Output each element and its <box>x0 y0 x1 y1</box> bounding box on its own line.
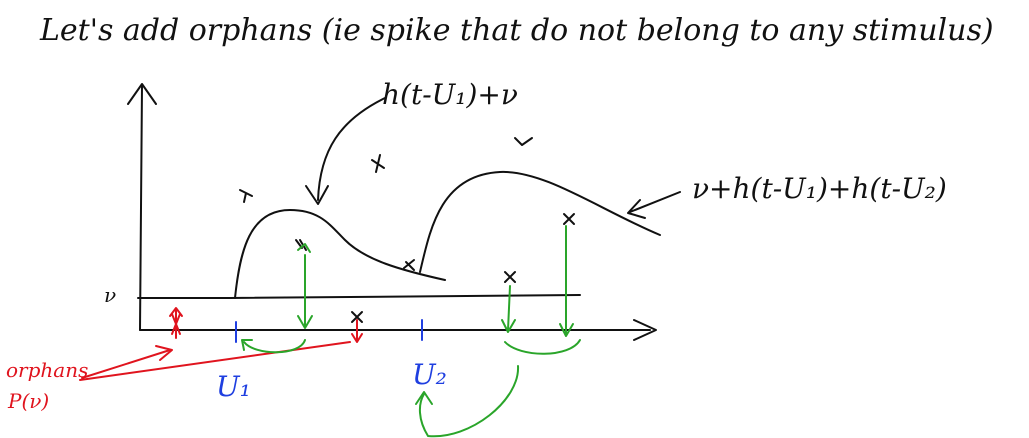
assignment-down-arrow <box>507 285 511 331</box>
spike-mark <box>371 154 385 173</box>
orphan-spike-arrowhead <box>169 307 183 317</box>
assignment-up-arrowhead <box>297 243 311 253</box>
curve-label-1-arrowhead <box>305 185 329 205</box>
spike-mark <box>504 271 516 283</box>
spike-mark <box>239 189 253 203</box>
spike-mark <box>351 311 363 323</box>
curve-label-2: ν+h(t-U₁)+h(t-U₂) <box>692 172 947 205</box>
assignment-down-arrowhead <box>297 315 313 329</box>
orphans-pointer-line <box>79 341 351 381</box>
stimulus-2-label: U₂ <box>412 358 447 391</box>
curve-label-2-arrow <box>629 191 681 213</box>
spike-assignment-arrows <box>241 225 581 438</box>
spike-mark <box>514 137 533 146</box>
curve-label-1-arrow <box>317 97 386 201</box>
orphans-distribution-label: P(ν) <box>7 389 49 413</box>
spike-mark <box>563 213 575 225</box>
baseline-rate-line <box>137 294 581 299</box>
assignment-curve-to-u1-arrowhead <box>241 339 253 351</box>
curve-label-1: h(t-U₁)+ν <box>382 78 518 111</box>
sketch-title: Let's add orphans (ie spike that do not … <box>39 13 994 48</box>
orphans-label: orphans <box>6 358 88 382</box>
baseline-label: ν <box>104 283 116 307</box>
curve-label-2-arrowhead <box>627 199 646 219</box>
spike-mark <box>403 259 415 271</box>
axes <box>127 83 657 341</box>
stimulus-1-label: U₁ <box>216 370 251 403</box>
intensity-curve-2 <box>419 170 661 273</box>
intensity-curve-1 <box>234 209 446 299</box>
y-axis <box>139 85 143 331</box>
assignment-curve-to-u2 <box>418 365 520 438</box>
assignment-down-arrowhead <box>501 319 516 333</box>
assignment-curve-to-u2-arrowhead <box>415 391 433 405</box>
orphan-spikes <box>169 307 363 343</box>
y-axis-arrowhead <box>127 83 157 105</box>
assignment-bracket <box>504 339 581 355</box>
spike-marks <box>239 137 575 323</box>
assignment-down-arrowhead <box>559 323 574 337</box>
orphans-pointer-arrowhead <box>155 345 173 361</box>
x-axis-arrowhead <box>633 319 657 341</box>
orphan-spike-arrowhead <box>351 333 363 343</box>
orphans-pointer-arrow <box>81 349 171 379</box>
assignment-curve-to-u1 <box>243 339 306 354</box>
